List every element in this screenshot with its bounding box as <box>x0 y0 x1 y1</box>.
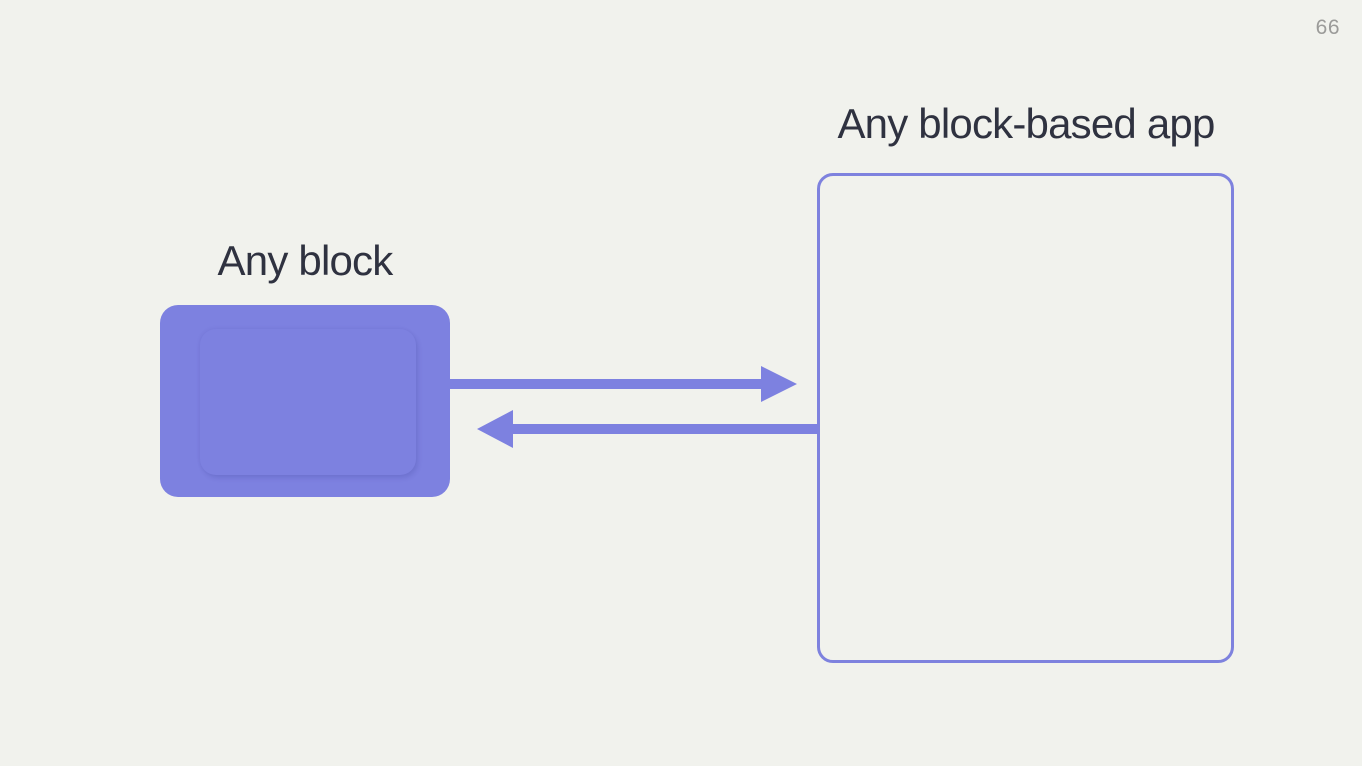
block-node-label: Any block <box>217 237 394 284</box>
app-node-outline <box>817 173 1234 663</box>
block-node-inner-face <box>200 329 416 475</box>
arrow-left-icon <box>477 410 513 448</box>
page-number: 66 <box>1315 16 1340 39</box>
arrow-app-to-block-line <box>508 424 818 434</box>
app-node-label: Any block-based app <box>837 100 1215 147</box>
block-node <box>160 305 450 497</box>
arrow-right-icon <box>761 366 797 402</box>
arrow-block-to-app-line <box>450 379 765 389</box>
